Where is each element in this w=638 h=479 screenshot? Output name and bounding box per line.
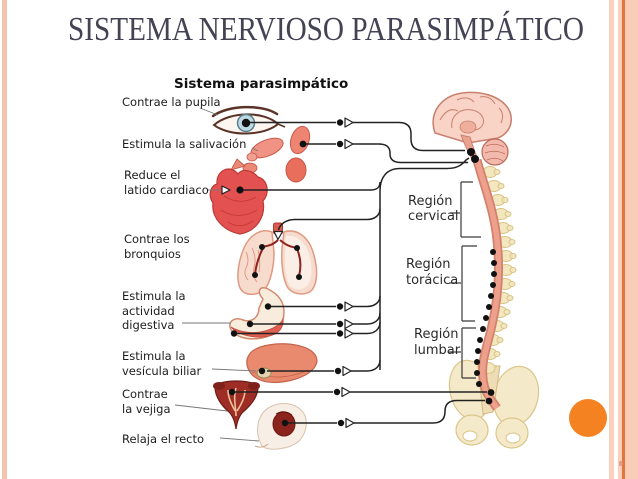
spinal-cord: [472, 158, 504, 411]
nerve-wires: [235, 121, 487, 424]
label-bronchi-1: Contrae los: [124, 232, 190, 246]
stomach-illustration: [229, 287, 285, 340]
label-salivation: Estimula la salivación: [122, 137, 246, 151]
label-gallbladder-1: Estimula la: [122, 349, 186, 363]
region-toracica: Región torácica: [406, 245, 477, 322]
region-lumbar-label-1: Región: [414, 327, 459, 342]
label-bronchi-2: bronquios: [124, 247, 181, 261]
left-border-stripe: [2, 0, 7, 479]
diagram-title: Sistema parasimpático: [174, 76, 348, 92]
heart-illustration: [209, 158, 268, 235]
region-toracica-label-1: Región: [406, 257, 451, 272]
label-bladder-1: Contrae: [122, 387, 168, 401]
liver-illustration: [246, 343, 318, 383]
decorative-orange-circle: [569, 399, 607, 437]
slide-title: SISTEMA NERVIOSO PARASIMPÁTICO: [68, 11, 584, 48]
vertebrae: [480, 166, 517, 374]
region-cervical-label-2: cervical: [408, 209, 459, 224]
rectum-illustration: [254, 403, 307, 450]
label-pupil: Contrae la pupila: [122, 95, 221, 109]
right-border-band: [609, 0, 638, 479]
ganglia-chain-dots: [474, 249, 497, 387]
label-digestive-1: Estimula la: [122, 289, 186, 303]
label-rectum: Relaja el recto: [122, 432, 204, 446]
label-bladder-2: la vejiga: [122, 402, 171, 416]
label-leader-lines: [174, 107, 260, 442]
footnote-mark: [619, 461, 623, 466]
region-lumbar: Región lumbar: [414, 327, 476, 379]
bladder-illustration: [213, 380, 260, 430]
open-arrows: [221, 117, 355, 429]
region-cervical: Región cervical: [408, 181, 481, 238]
region-toracica-label-2: torácica: [406, 273, 458, 288]
lung-ganglia-dots: [252, 244, 302, 280]
label-heart-2: latido cardiaco: [124, 183, 209, 197]
synapse-dots: [228, 118, 495, 427]
label-gallbladder-2: vesícula biliar: [122, 364, 202, 378]
region-cervical-label-1: Región: [408, 194, 453, 209]
lungs-illustration: [237, 222, 318, 295]
label-heart-1: Reduce el: [124, 168, 180, 182]
label-digestive-2: actividad: [122, 304, 175, 318]
label-digestive-3: digestiva: [122, 318, 174, 332]
region-lumbar-label-2: lumbar: [414, 343, 461, 358]
